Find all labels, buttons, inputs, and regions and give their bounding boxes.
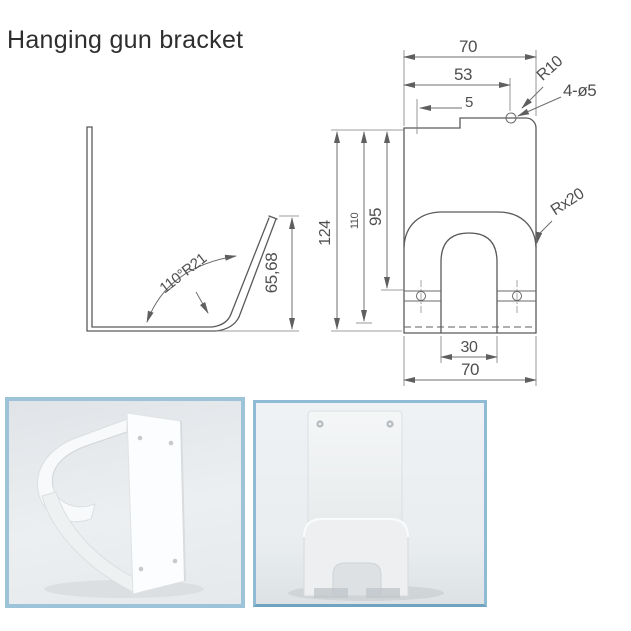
front-outer-radius-label: Rx20 [548, 185, 588, 219]
bracket-front-render [288, 410, 444, 601]
front-view-dimensions: 70 53 5 R10 4-ø5 Rx20 124 [317, 37, 597, 386]
bottom-hole-right [512, 291, 522, 301]
front-slot-width-label: 30 [461, 339, 478, 356]
side-view-dimensions: 110°R21 65,68 [146, 215, 299, 332]
plate-hole [172, 558, 178, 564]
side-view-geometry [86, 126, 278, 332]
side-height-label: 65,68 [262, 253, 281, 294]
page-title: Hanging gun bracket [7, 26, 244, 54]
front-mid-height-label: 110 [349, 213, 361, 230]
top-hole [505, 112, 517, 124]
front-holes-label: 4-ø5 [563, 81, 596, 100]
technical-drawing: 110°R21 65,68 [86, 37, 597, 386]
plate-hole [138, 566, 144, 572]
front-corner-radius-label: R10 [534, 53, 567, 85]
plate-hole [168, 440, 174, 446]
front-top-width-label: 70 [459, 37, 477, 56]
bracket-perspective-render [37, 412, 204, 598]
front-bottom-width-label: 70 [461, 360, 479, 379]
plate-hole [137, 435, 143, 441]
product-photo-front [253, 400, 487, 607]
front-slot-height-label: 95 [366, 208, 385, 226]
front-edge-offset-label: 5 [465, 94, 473, 111]
side-angle-label: 110°R21 [156, 250, 210, 297]
front-view-geometry [403, 112, 537, 334]
front-overall-height-label: 124 [317, 220, 334, 246]
front-hole-span-label: 53 [454, 65, 472, 84]
bottom-hole-left [416, 291, 426, 301]
product-photo-perspective [5, 397, 245, 608]
